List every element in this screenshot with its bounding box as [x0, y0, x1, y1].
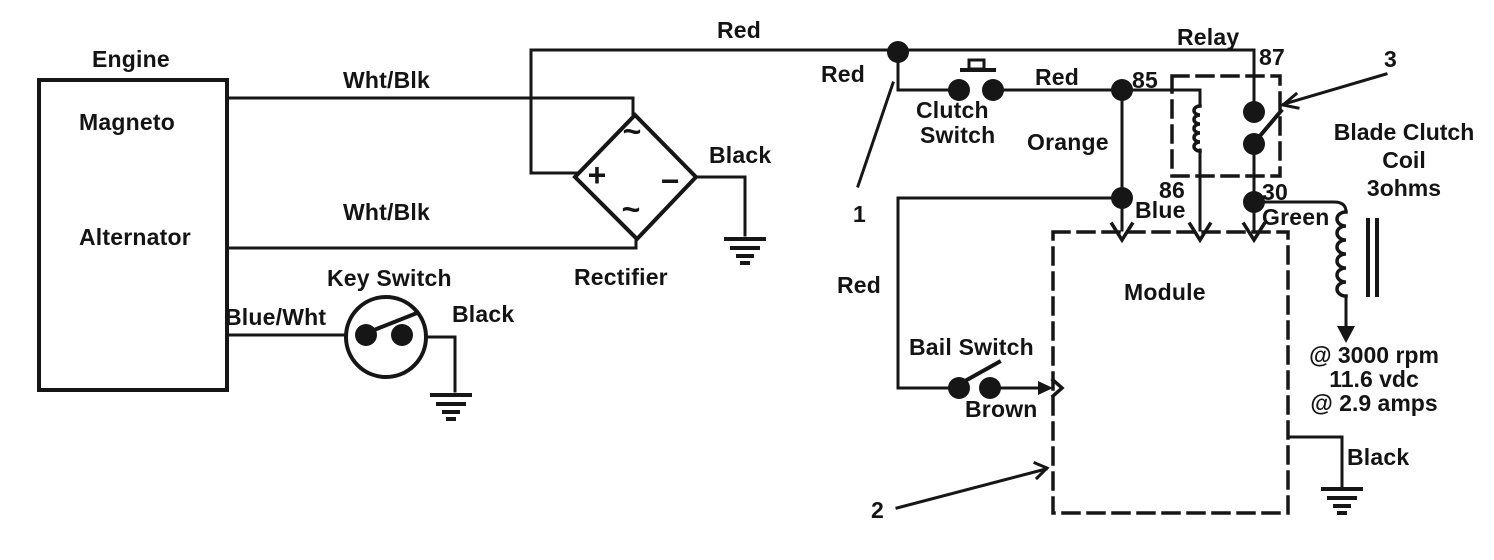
- rectifier-ac-bottom-symbol: ~: [621, 191, 641, 227]
- blade-clutch-specs: @ 3000 rpm 11.6 vdc @ 2.9 amps: [1292, 343, 1456, 415]
- blade-clutch-coil-icon: [1335, 210, 1379, 343]
- rectifier-minus-symbol: −: [660, 163, 680, 199]
- callout-line-2: [895, 461, 1050, 510]
- clutch-switch-label-line2: Switch: [920, 122, 996, 148]
- spec-current: @ 2.9 amps: [1310, 390, 1438, 416]
- key-switch-wire-out: [424, 335, 457, 393]
- module-label: Module: [1124, 279, 1206, 305]
- wire-label-orange: Orange: [1027, 129, 1109, 155]
- clutch-switch-feed-wire: [896, 50, 950, 92]
- relay-pin-30: 30: [1262, 179, 1288, 205]
- magneto-label: Magneto: [79, 109, 175, 135]
- magneto-wire: [225, 96, 635, 116]
- relay-coil-icon: [1120, 88, 1202, 153]
- wire-label-red-clutch: Red: [1035, 64, 1080, 90]
- module-input-arrow-green: [1241, 211, 1267, 244]
- engine-label: Engine: [92, 46, 170, 72]
- key-switch-symbol: [344, 295, 428, 379]
- bail-switch-label: Bail Switch: [909, 334, 1034, 360]
- callout-line-3: [1279, 72, 1388, 110]
- spec-rpm: @ 3000 rpm: [1309, 342, 1439, 368]
- rectifier-ground-wire: [694, 175, 747, 237]
- blade-clutch-coil-label: Blade Clutch Coil 3ohms: [1324, 118, 1484, 202]
- ground-icon: [724, 237, 766, 265]
- wire-label-whtblk-bottom: Wht/Blk: [343, 199, 430, 225]
- wire-label-whtblk-top: Wht/Blk: [343, 67, 430, 93]
- callout-2-label: 2: [871, 497, 884, 523]
- clutch-switch-label-line1: Clutch: [916, 97, 989, 123]
- wire-label-blue: Blue: [1135, 197, 1186, 223]
- module-input-arrow-blue: [1109, 207, 1135, 244]
- spec-voltage: 11.6 vdc: [1329, 366, 1419, 392]
- rectifier-label: Rectifier: [574, 264, 668, 290]
- red-feed-wire: [529, 48, 1256, 175]
- relay-pin-85: 85: [1132, 67, 1158, 93]
- callout-line-1: [856, 81, 895, 188]
- relay-label: Relay: [1177, 24, 1240, 50]
- callout-1-label: 1: [853, 201, 866, 227]
- alternator-wire: [225, 238, 638, 250]
- wire-label-black-key: Black: [452, 301, 515, 327]
- relay-contact-symbol: [1243, 101, 1284, 198]
- wire-label-brown: Brown: [965, 396, 1038, 422]
- clutch-switch-symbol: [948, 58, 1004, 101]
- alternator-label: Alternator: [79, 224, 191, 250]
- bail-switch-symbol: [948, 359, 1002, 399]
- ground-icon: [1321, 487, 1363, 515]
- module-ground-wire: [1286, 435, 1344, 488]
- key-switch-label: Key Switch: [327, 265, 452, 291]
- wire-label-red-bail: Red: [837, 272, 882, 298]
- engine-box: [37, 78, 229, 392]
- green-wire: [1252, 200, 1348, 214]
- rectifier-plus-symbol: +: [587, 157, 607, 193]
- wire-label-black-module: Black: [1347, 444, 1410, 470]
- blade-clutch-line1: Blade Clutch: [1333, 119, 1475, 145]
- wire-label-green: Green: [1262, 204, 1330, 230]
- bail-output-arrow: [999, 377, 1065, 399]
- rectifier-ac-top-symbol: ~: [622, 113, 642, 149]
- wire-label-blue-wht: Blue/Wht: [225, 304, 327, 330]
- relay-pin-86: 86: [1159, 177, 1185, 203]
- relay-pin-87: 87: [1259, 44, 1285, 70]
- blade-clutch-line3: 3ohms: [1366, 175, 1442, 201]
- rectifier-bridge-symbol: [572, 112, 699, 242]
- relay-box: [1170, 74, 1282, 178]
- wire-label-black-rectifier: Black: [709, 142, 772, 168]
- module-box: [1051, 230, 1290, 515]
- ground-icon: [430, 393, 472, 421]
- wire-label-red-branch: Red: [821, 61, 866, 87]
- callout-3-label: 3: [1384, 46, 1397, 72]
- blade-clutch-line2: Coil: [1382, 147, 1426, 173]
- bail-switch-feed-wire: [896, 196, 1124, 390]
- wire-label-red-main: Red: [717, 17, 762, 43]
- module-input-arrow-86: [1187, 148, 1213, 244]
